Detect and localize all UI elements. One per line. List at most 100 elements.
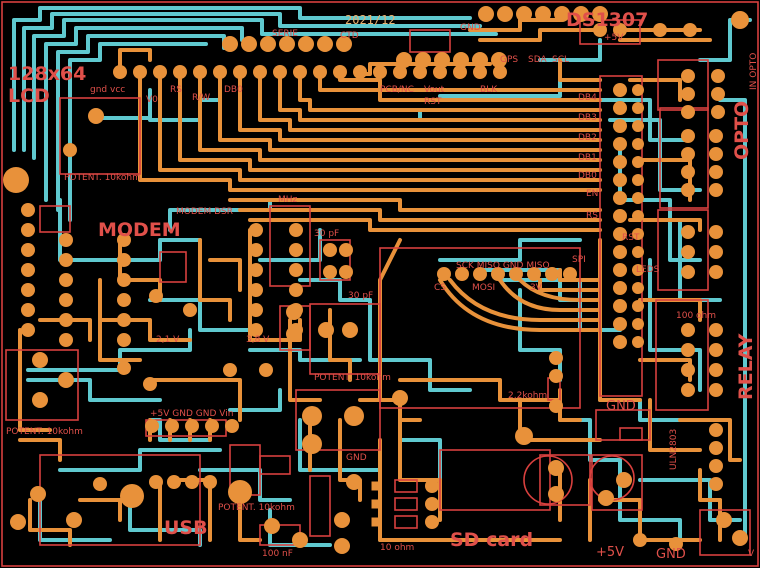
gnd-mid-label: GND bbox=[346, 453, 367, 463]
pad bbox=[683, 23, 697, 37]
gps-header-pad bbox=[491, 52, 507, 68]
leds-label: LEDS bbox=[636, 265, 660, 275]
right-header-pad bbox=[613, 101, 627, 115]
opto-pad bbox=[711, 105, 725, 119]
relay-pad bbox=[681, 343, 695, 357]
rs-label: RS bbox=[170, 85, 182, 95]
right-header-pad bbox=[613, 155, 627, 169]
db0r-label: DB0 bbox=[578, 171, 597, 181]
pad bbox=[515, 427, 533, 445]
mcu-pad bbox=[249, 223, 263, 237]
sd-header-pad bbox=[437, 267, 451, 281]
pad bbox=[549, 351, 563, 365]
gps-header-pad bbox=[396, 52, 412, 68]
relay-pad bbox=[709, 343, 723, 357]
left-header-pad bbox=[21, 283, 35, 297]
gps-header-pad bbox=[453, 52, 469, 68]
gps-header-pad bbox=[472, 52, 488, 68]
corner-pad bbox=[732, 530, 748, 546]
relay-pad bbox=[709, 441, 723, 455]
pad bbox=[549, 399, 563, 413]
gnd-bottom-label: GND bbox=[656, 547, 686, 562]
modem-pad bbox=[117, 313, 131, 327]
usb-pad bbox=[10, 514, 26, 530]
usb-pad bbox=[185, 475, 199, 489]
lcd-header-pad bbox=[273, 65, 287, 79]
relay-label: RELAY bbox=[735, 333, 757, 400]
lcd-header-pad bbox=[493, 65, 507, 79]
right-header-pad bbox=[613, 335, 627, 349]
potent-pad bbox=[302, 406, 322, 426]
mcu-pad bbox=[249, 283, 263, 297]
lcd-header-pad bbox=[333, 65, 347, 79]
right-header-pad bbox=[632, 228, 644, 240]
sd-header-pad bbox=[509, 267, 523, 281]
opto-pad bbox=[709, 147, 723, 161]
right-header-pad bbox=[632, 174, 644, 186]
v3-label: 3V bbox=[530, 283, 543, 293]
pad bbox=[669, 537, 683, 551]
potent-left-label: POTENT. 10kohm bbox=[6, 427, 83, 437]
relay-pad bbox=[681, 363, 695, 377]
mhz-label: MHz bbox=[278, 195, 298, 205]
right-header-pad bbox=[632, 318, 644, 330]
db1-label: DB1 bbox=[578, 153, 597, 163]
cap-pad bbox=[323, 265, 337, 279]
vcc-low-label: +5V bbox=[596, 545, 624, 560]
resistor-pad bbox=[371, 517, 381, 527]
relay-pad bbox=[709, 459, 723, 473]
rw-label: R/W bbox=[192, 93, 210, 103]
modem-pad bbox=[59, 293, 73, 307]
right-header-pad bbox=[632, 102, 644, 114]
modem-label: MODEM bbox=[98, 219, 181, 241]
en-label: EN bbox=[586, 189, 598, 199]
power-pins-label: +5V GND GND Vin bbox=[150, 409, 233, 419]
top-right-header-pad bbox=[535, 6, 551, 22]
potent-pad bbox=[286, 326, 302, 342]
relay-pad bbox=[709, 477, 723, 491]
pad bbox=[346, 474, 362, 490]
opto-pad bbox=[681, 225, 695, 239]
right-header-pad bbox=[613, 245, 627, 259]
modem-pad bbox=[117, 333, 131, 347]
relay-pad bbox=[709, 383, 723, 397]
ctd-label: CTD bbox=[340, 31, 359, 41]
relay-pad bbox=[681, 383, 695, 397]
gps-label: GPS bbox=[500, 55, 518, 65]
power-pin-pad bbox=[185, 419, 199, 433]
opto-pad bbox=[681, 105, 695, 119]
relay-pad bbox=[709, 423, 723, 437]
mcu-pad bbox=[249, 243, 263, 257]
right-header-pad bbox=[613, 299, 627, 313]
potent-pad bbox=[32, 352, 48, 368]
lcd-header-pad bbox=[153, 65, 167, 79]
right-header-pad bbox=[613, 119, 627, 133]
db4-label: DB4 bbox=[578, 93, 597, 103]
vout-label: Vout bbox=[424, 85, 445, 95]
left-header-pad bbox=[21, 303, 35, 317]
opto-pad bbox=[709, 183, 723, 197]
pad bbox=[183, 303, 197, 317]
lcd-header-pad bbox=[213, 65, 227, 79]
nf100-label: 100 nF bbox=[262, 549, 293, 559]
opto-pad bbox=[681, 245, 695, 259]
in-opto-label: IN OPTO bbox=[749, 53, 759, 90]
pad bbox=[633, 533, 647, 547]
sd-pins-label: SCK MISO GND MISO bbox=[456, 261, 550, 271]
lcd-header-pad bbox=[173, 65, 187, 79]
lcd-header-pad bbox=[233, 65, 247, 79]
ohm100-label: 100 ohm bbox=[676, 311, 716, 321]
right-header-pad bbox=[613, 227, 627, 241]
right-header-pad bbox=[632, 120, 644, 132]
left-header-pad bbox=[21, 243, 35, 257]
top-right-header-pad bbox=[516, 6, 532, 22]
sd-header-pad bbox=[545, 267, 559, 281]
cap-pad bbox=[548, 486, 564, 502]
cap-pad bbox=[339, 265, 353, 279]
potent-mid-label: POTENT. 10kohm bbox=[314, 373, 391, 383]
mcu-pad bbox=[289, 263, 303, 277]
serial-header-pad bbox=[222, 36, 238, 52]
lcd-header-pad bbox=[313, 65, 327, 79]
